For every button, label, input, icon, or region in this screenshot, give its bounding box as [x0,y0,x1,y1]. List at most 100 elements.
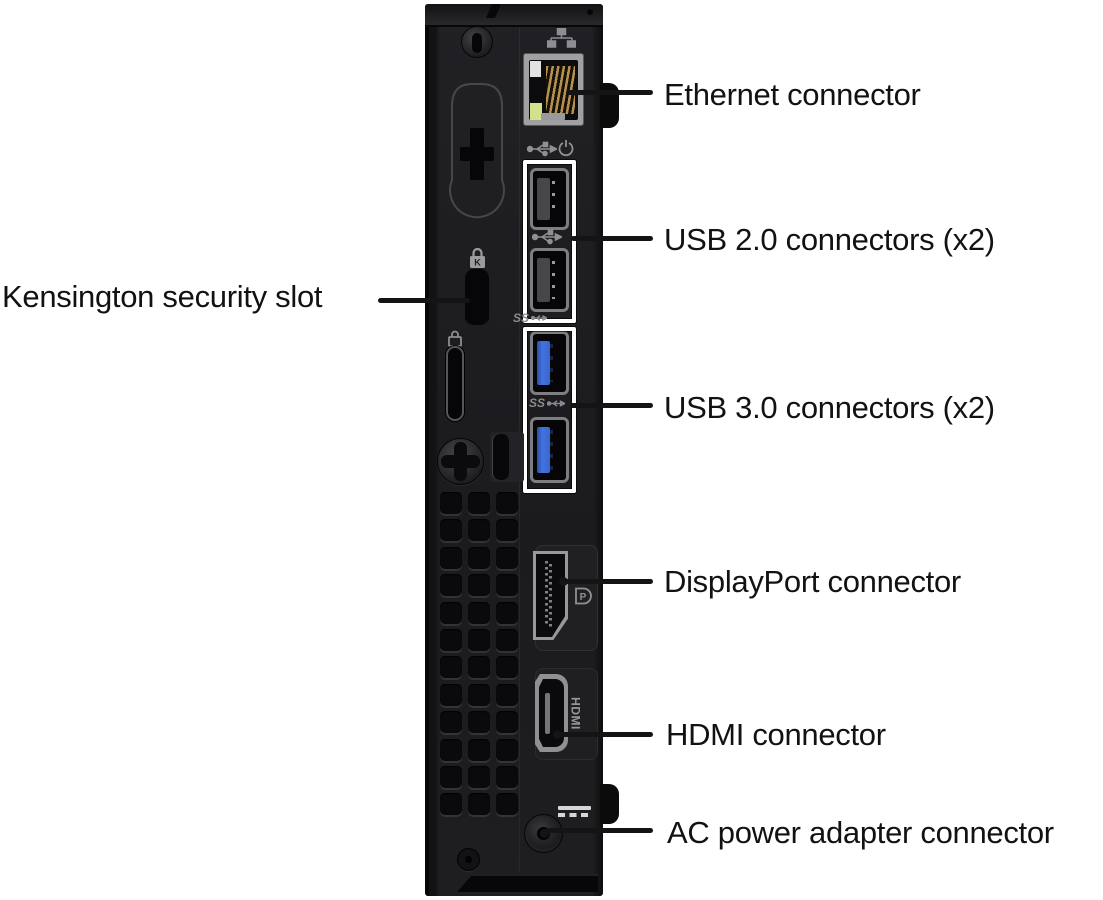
vent-cell [440,628,462,651]
vent-cell [496,574,518,597]
vent-cell [468,574,490,597]
vent-cell [468,738,490,761]
dc-power-symbol-dashes [558,813,591,817]
callout-dot-hdmi [553,730,562,739]
displayport-pins [545,561,552,627]
usb3-port-1-contacts [550,344,553,382]
vent-cell [440,738,462,761]
vent-cell [440,711,462,734]
chassis-top-lip [425,4,603,27]
label-usb3: USB 3.0 connectors (x2) [664,390,995,425]
usb3-highlight-box [523,327,576,493]
vent-cell [468,519,490,542]
vent-cell [468,683,490,706]
usb3-port-2-tongue [537,427,550,473]
usb3-port-2-contacts [550,430,553,470]
usb-trident-icon [531,314,548,322]
chassis-side-bump-bottom [600,784,619,824]
usb-trident-icon [547,399,566,407]
hdmi-tongue [545,693,550,734]
vent-cell [468,793,490,816]
label-ethernet: Ethernet connector [664,77,921,112]
chassis-left-edge [425,4,439,896]
vent-cell [496,738,518,761]
usb3-port-1-tongue [537,341,550,385]
kensington-lock-icon: K [470,247,485,268]
mounting-keyhole-cutout [449,83,505,219]
bottom-screw-pin [465,856,472,863]
label-ac-power: AC power adapter connector [667,815,1054,850]
vent-cell [496,711,518,734]
callout-line-ethernet [566,90,653,95]
vent-cell [440,656,462,679]
usb2-highlight-box [523,160,576,323]
vent-grid [440,492,518,818]
label-usb2: USB 2.0 connectors (x2) [664,222,995,257]
power-icon [558,140,574,157]
callout-line-usb3 [570,403,653,408]
callout-line-hdmi [558,732,653,737]
usb2-port-1-contacts [552,181,555,217]
vent-cell [440,765,462,788]
vent-cell [468,711,490,734]
ethernet-icon [547,28,576,48]
ethernet-status-led [530,61,541,77]
vent-cell [496,519,518,542]
vent-cell [496,765,518,788]
vent-cell [440,519,462,542]
vent-cell [440,574,462,597]
label-hdmi: HDMI connector [666,717,886,752]
usb2-port-1 [530,168,569,230]
displayport-logo-letter: P [580,592,587,603]
vent-cell [496,546,518,569]
vent-cell [440,601,462,624]
usb-icon [532,229,562,245]
callout-line-usb2 [571,236,653,241]
callout-line-kensington [378,298,470,303]
chassis-right-edge [593,4,603,896]
vent-cell [468,628,490,651]
vent-cell [468,492,490,514]
vent-cell [440,683,462,706]
dc-power-symbol [558,806,591,810]
vent-cell [496,601,518,624]
usb2-port-1-tongue [537,178,550,220]
usb3-port-1 [530,331,569,395]
vent-cell [496,492,518,514]
superspeed-usb-icon: SS [513,311,548,325]
latch-slot [493,434,508,480]
callout-dot-displayport [559,577,568,586]
callout-line-displayport [565,579,653,584]
usb2-port-2-contacts [552,261,555,299]
displayport-logo: P [575,587,592,605]
chassis-top-screw-dot [587,9,593,15]
keyhole-screw-slot [472,33,482,53]
vent-cell [496,793,518,816]
vent-cell [468,656,490,679]
latch-release-slot [446,346,464,421]
vent-cell [496,628,518,651]
hdmi-port-marking: HDMI [568,697,583,730]
callout-dot-ac-power [540,829,549,838]
callout-line-ac-power [546,828,653,833]
vent-cell [468,765,490,788]
usb2-port-2 [530,248,569,312]
ethernet-clip-tab [541,113,565,120]
vent-cell [468,546,490,569]
kensington-security-slot [466,270,488,325]
superspeed-text: SS [529,396,546,410]
ethernet-activity-led [530,103,542,120]
label-displayport: DisplayPort connector [664,564,961,599]
vent-cell [468,601,490,624]
vent-cell [440,793,462,816]
superspeed-usb-icon: SS [529,396,566,410]
svg-text:K: K [474,258,481,268]
usb-icon [527,141,557,157]
vent-cell [496,683,518,706]
vent-cell [496,656,518,679]
vent-cell [440,546,462,569]
usb3-port-2 [530,417,569,483]
vent-cell [440,492,462,514]
usb2-port-2-tongue [537,258,550,302]
